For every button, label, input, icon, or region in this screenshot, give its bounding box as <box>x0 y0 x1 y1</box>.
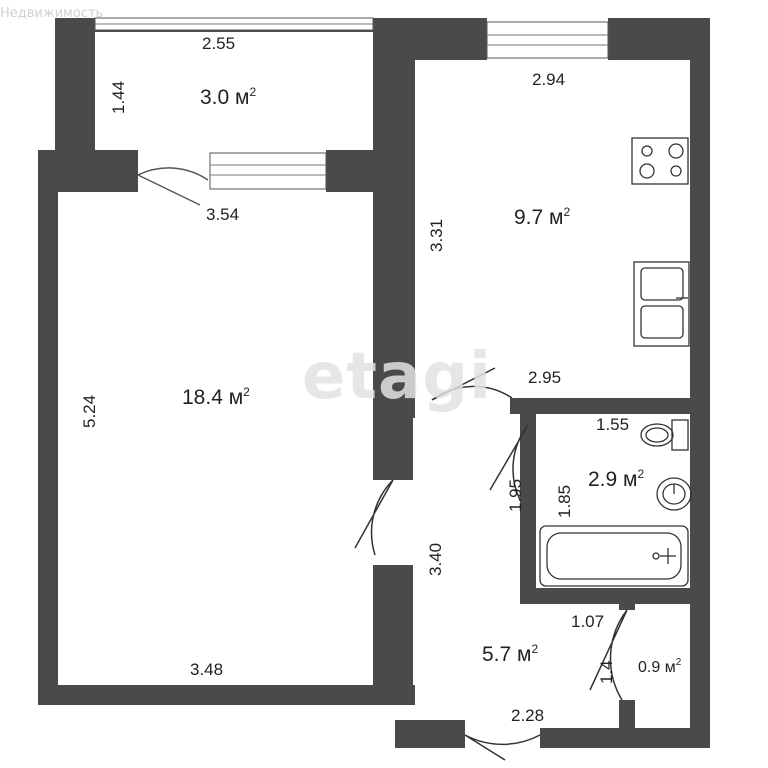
living-window <box>209 152 327 190</box>
storage-wall-top <box>619 588 635 610</box>
watermark-center: etagi <box>302 340 492 414</box>
windows <box>94 17 609 190</box>
dim-bath-left: 1.95 <box>506 479 525 512</box>
bathroom-area: 2.9 м2 <box>588 467 644 491</box>
storage-wall-bottom <box>619 700 635 730</box>
hall-bottom-wall-right <box>540 728 710 748</box>
dim-hall-side: 3.40 <box>426 543 445 576</box>
bath-sink-icon <box>656 477 692 511</box>
right-outer-wall <box>690 18 710 733</box>
living-right-wall-lower <box>373 565 413 705</box>
kitchen-bottom-wall <box>510 398 710 414</box>
living-door <box>354 479 394 556</box>
dim-storage-side: 1.4 <box>597 660 616 684</box>
watermark-top: Недвижимость <box>0 6 104 21</box>
dim-storage-top: 1.07 <box>571 612 604 631</box>
dim-bath-side: 1.85 <box>555 485 574 518</box>
bath-door <box>489 424 529 501</box>
dim-hall-bottom: 2.28 <box>511 706 544 725</box>
balcony-left-wall <box>55 18 95 170</box>
dim-bath-top: 1.55 <box>596 415 629 434</box>
entry-door <box>464 734 541 761</box>
dim-kitchen-side: 3.31 <box>427 219 446 252</box>
stove-icon <box>631 137 689 185</box>
hall-area: 5.7 м2 <box>482 642 538 666</box>
living-left-wall <box>38 150 58 705</box>
bathtub-icon <box>539 525 689 587</box>
kitchen-door <box>431 367 513 401</box>
dim-balcony-width: 2.55 <box>202 34 235 53</box>
bath-bottom-wall <box>520 588 710 604</box>
living-area: 18.4 м2 <box>182 385 250 409</box>
dimension-labels: 2.55 1.44 3.54 5.24 3.48 2.94 3.31 2.95 … <box>80 34 629 725</box>
doors <box>137 167 628 761</box>
storage-door <box>589 609 628 701</box>
toilet-icon <box>640 419 689 451</box>
balcony-door <box>137 167 209 206</box>
kitchen-left-wall <box>395 18 415 418</box>
storage-area: 0.9 м2 <box>638 657 682 676</box>
balcony-area: 3.0 м2 <box>200 85 256 109</box>
kitchen-sink-icon <box>633 261 690 347</box>
dim-living-bottom: 3.48 <box>190 660 223 679</box>
dim-kitchen-top: 2.94 <box>532 70 565 89</box>
dim-balcony-depth: 1.44 <box>109 81 128 114</box>
dim-living-top: 3.54 <box>206 205 239 224</box>
room-labels: 3.0 м2 9.7 м2 18.4 м2 2.9 м2 5.7 м2 0.9 … <box>182 85 682 676</box>
kitchen-window <box>486 21 609 59</box>
dim-kitchen-bottom: 2.95 <box>528 368 561 387</box>
living-bottom-wall <box>38 685 415 705</box>
kitchen-area: 9.7 м2 <box>514 205 570 229</box>
hall-bottom-wall-left <box>395 720 465 748</box>
bath-left-wall <box>520 398 536 603</box>
dim-living-side: 5.24 <box>80 395 99 428</box>
